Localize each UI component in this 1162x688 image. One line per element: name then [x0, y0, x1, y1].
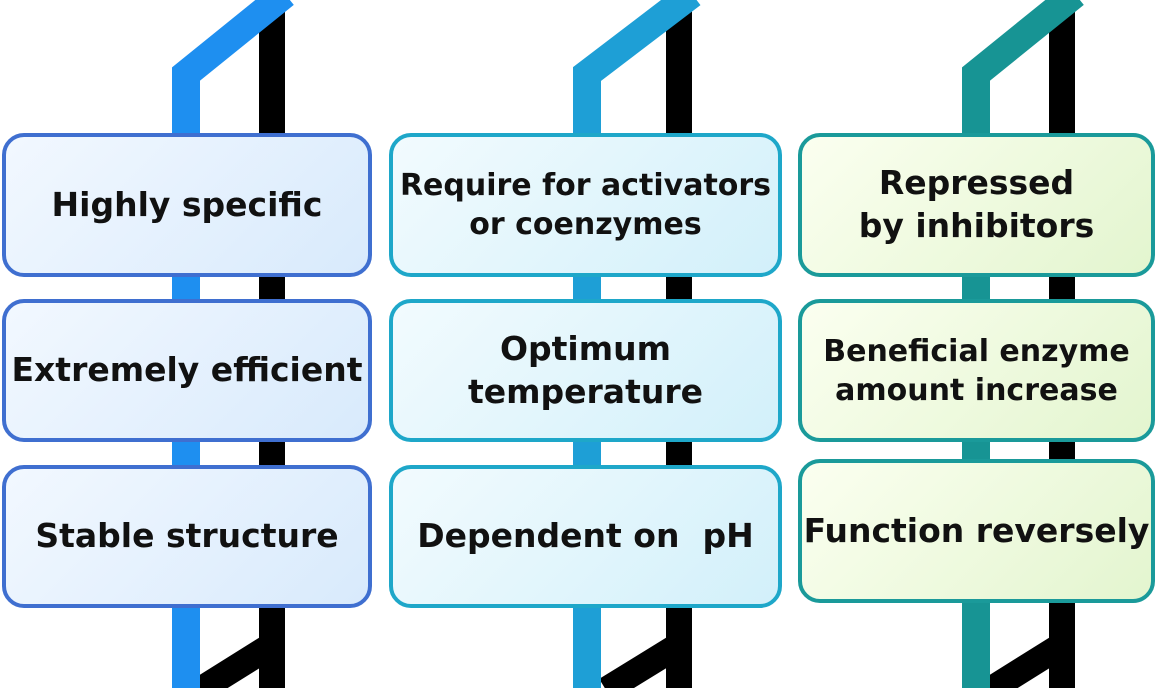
card-line: temperature — [467, 371, 703, 411]
card-line: Function reversely — [803, 510, 1150, 550]
card-line: Repressed — [878, 163, 1075, 203]
card-line: Beneficial enzyme — [823, 333, 1130, 369]
card-dependent-on-ph: Dependent on pH — [389, 465, 782, 608]
card-line: Stable structure — [35, 516, 339, 556]
card-repressed-by-inhibitors: Repressed by inhibitors — [798, 133, 1155, 277]
card-line: Highly specific — [51, 184, 323, 224]
card-line: Optimum — [499, 328, 671, 368]
card-function-reversely: Function reversely — [798, 459, 1155, 603]
card-extremely-efficient: Extremely efficient — [2, 299, 372, 442]
card-highly-specific: Highly specific — [2, 133, 372, 277]
card-beneficial-enzyme: Beneficial enzyme amount increase — [798, 299, 1155, 442]
card-line: Require for activators — [399, 168, 772, 203]
card-line: Dependent on pH — [417, 516, 754, 556]
card-line: amount increase — [835, 372, 1118, 408]
card-line: Extremely efficient — [11, 350, 363, 390]
card-stable-structure: Stable structure — [2, 465, 372, 608]
card-activators-coenzymes: Require for activators or coenzymes — [389, 133, 782, 277]
card-line: by inhibitors — [858, 206, 1095, 245]
card-optimum-temperature: Optimum temperature — [389, 299, 782, 442]
card-line: or coenzymes — [469, 207, 702, 242]
